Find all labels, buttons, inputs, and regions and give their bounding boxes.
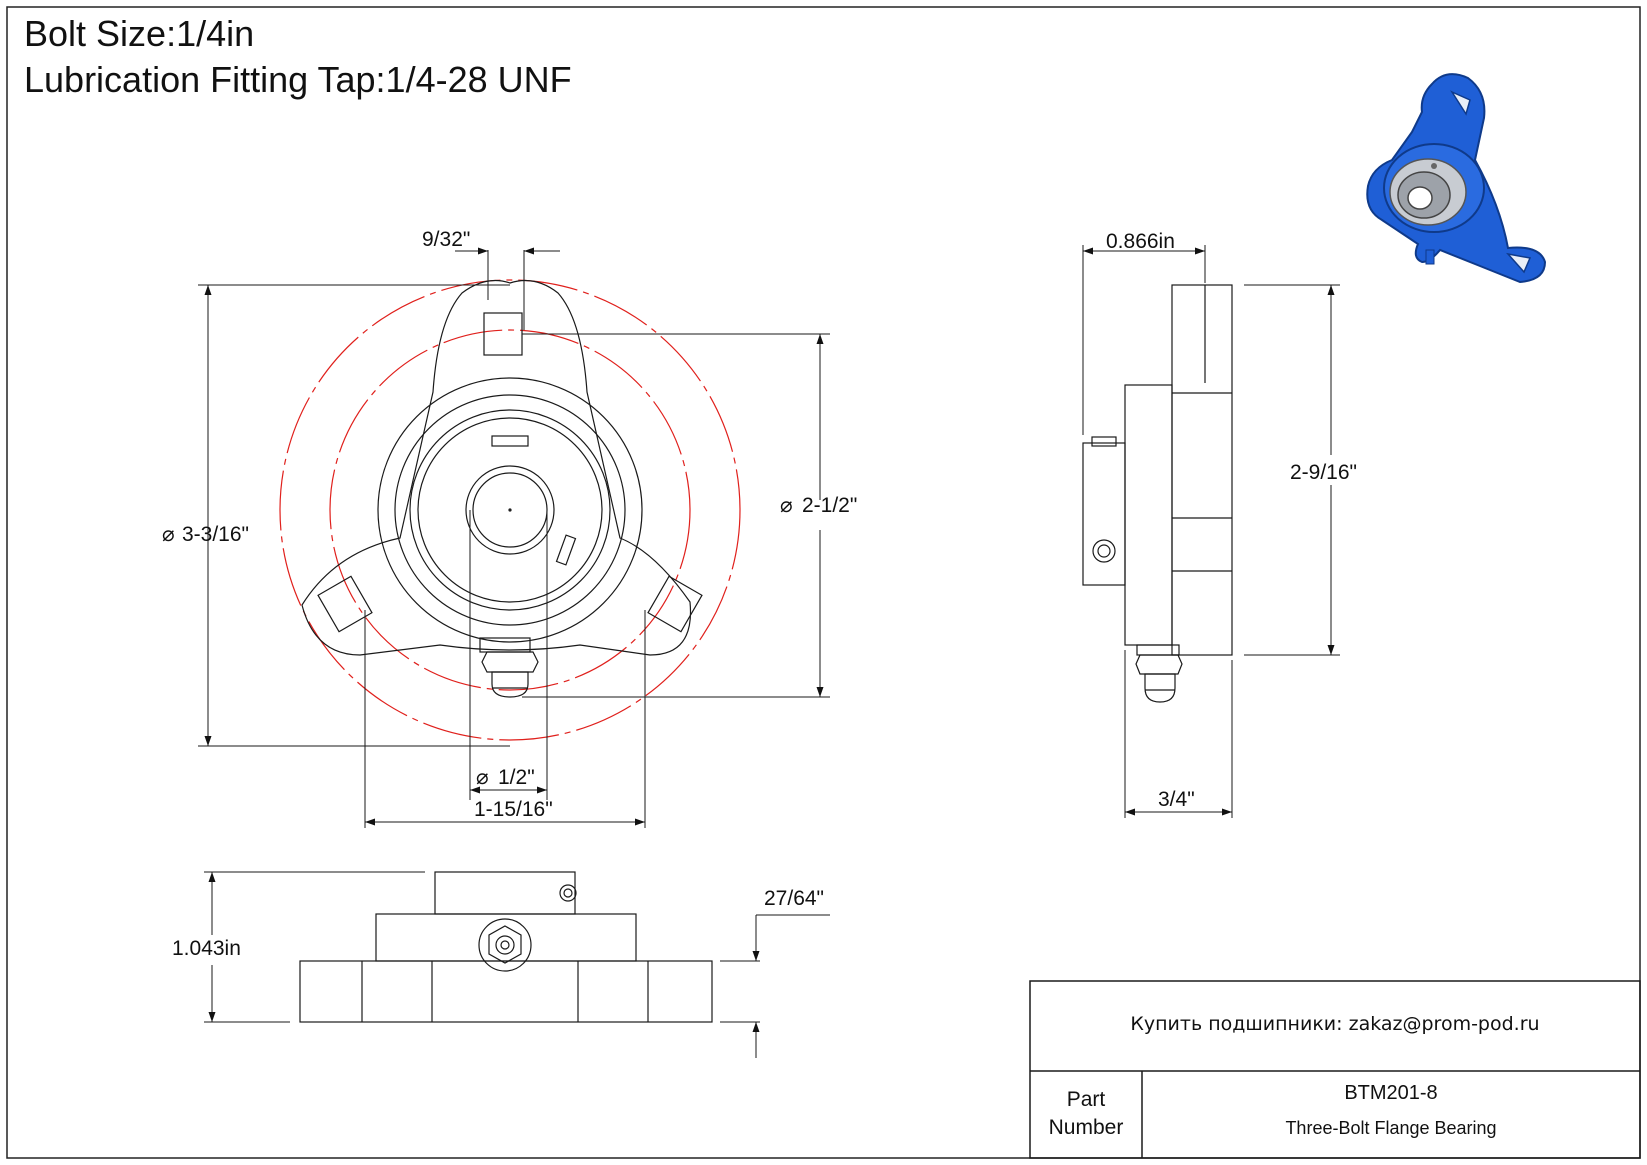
bore-center-dot bbox=[508, 508, 512, 512]
diameter-symbol-bolt-circle: ⌀ bbox=[780, 494, 793, 517]
grease-fitting-nipple bbox=[491, 671, 529, 698]
grease-fitting-hex bbox=[481, 651, 539, 673]
side-flange bbox=[1171, 284, 1233, 656]
title-block-part-number: BTM201-8 bbox=[1344, 1082, 1438, 1104]
sheet-border bbox=[6, 6, 1641, 1159]
bolt-hole-top bbox=[483, 312, 523, 356]
side-fitting-nipple bbox=[1144, 673, 1176, 703]
side-view-dimensions bbox=[1082, 245, 1340, 818]
bottom-flange bbox=[299, 960, 713, 1023]
set-screw-top bbox=[491, 435, 529, 447]
title-block-part-label: Part Number bbox=[1048, 1088, 1124, 1139]
diameter-symbol-bore: ⌀ bbox=[476, 766, 489, 789]
iso-grease-fitting bbox=[1425, 249, 1435, 265]
bottom-fitting-outer bbox=[478, 918, 532, 972]
bolt-size-label: Bolt Size:1/4in bbox=[24, 13, 255, 54]
front-view bbox=[279, 279, 741, 741]
dim-overall-height: 1.043in bbox=[172, 937, 241, 960]
flange-outline bbox=[301, 280, 692, 656]
bottom-collar bbox=[434, 871, 576, 915]
lubrication-fitting-label: Lubrication Fitting Tap:1/4-28 UNF bbox=[24, 59, 572, 100]
dim-bore-diameter: 1/2" bbox=[498, 766, 535, 789]
side-set-screw bbox=[1092, 539, 1116, 563]
dim-side-height: 2-9/16" bbox=[1290, 461, 1357, 484]
iso-bore bbox=[1407, 186, 1433, 210]
title-block bbox=[1029, 980, 1641, 1159]
title-block-contact: Купить подшипники: zakaz@prom-pod.ru bbox=[1130, 1013, 1540, 1035]
isometric-part-image bbox=[1366, 73, 1547, 284]
bolt-circle bbox=[329, 329, 691, 691]
bolt-hole-left bbox=[317, 575, 373, 633]
dim-base-width: 3/4" bbox=[1158, 788, 1195, 811]
bottom-set-screw bbox=[559, 884, 577, 902]
dim-total-width: 0.866in bbox=[1106, 230, 1175, 253]
title-block-description: Three-Bolt Flange Bearing bbox=[1285, 1118, 1497, 1138]
dim-bolt-circle-diameter: 2-1/2" bbox=[802, 494, 857, 517]
side-fitting-base bbox=[1136, 644, 1180, 656]
insert-inner-ring bbox=[417, 417, 603, 603]
bottom-fitting-hex bbox=[488, 925, 522, 964]
dim-flange-thickness: 27/64" bbox=[764, 887, 824, 910]
bottom-view bbox=[299, 871, 713, 1023]
housing-ring-outer bbox=[377, 377, 643, 643]
housing-ring-mid bbox=[394, 394, 626, 626]
insert-outer-ring bbox=[409, 409, 611, 611]
bottom-view-dimensions bbox=[204, 871, 830, 1058]
bolt-hole-right bbox=[647, 575, 703, 633]
diameter-symbol-outer: ⌀ bbox=[162, 523, 175, 546]
outer-diameter-circle bbox=[279, 279, 741, 741]
front-view-dimensions bbox=[198, 247, 830, 828]
dim-housing-width: 1-15/16" bbox=[474, 798, 553, 821]
side-fitting-hex bbox=[1135, 654, 1183, 675]
side-housing bbox=[1124, 384, 1173, 646]
side-view bbox=[1082, 284, 1233, 703]
dim-bolt-hole-width: 9/32" bbox=[422, 228, 470, 251]
bore-ring bbox=[465, 465, 555, 555]
side-collar bbox=[1082, 442, 1126, 586]
dim-outer-diameter: 3-3/16" bbox=[182, 523, 249, 546]
set-screw-side bbox=[555, 534, 577, 566]
side-set-screw-top bbox=[1091, 436, 1117, 447]
